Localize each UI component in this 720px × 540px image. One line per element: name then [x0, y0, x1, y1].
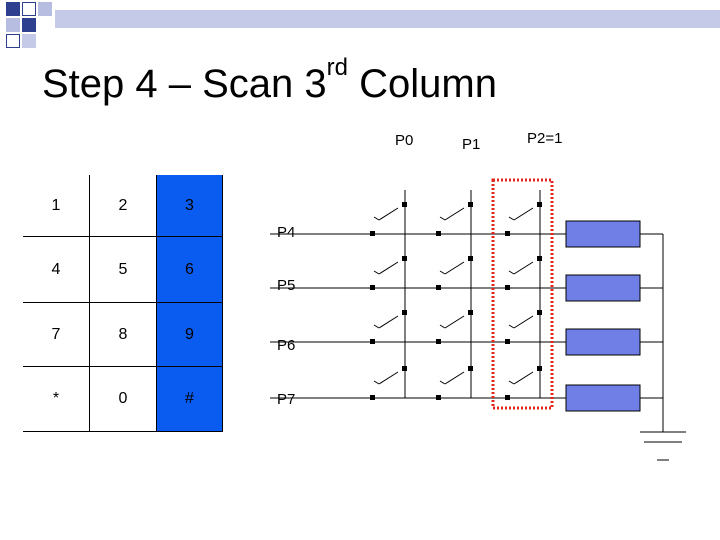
key-switch	[370, 366, 407, 400]
key-9: 9	[157, 303, 223, 367]
decor-square-dark	[22, 18, 36, 32]
switch-terminal	[505, 231, 510, 236]
switch-terminal	[402, 310, 407, 315]
key-3: 3	[157, 175, 223, 237]
title-end: Column	[348, 62, 497, 106]
switch-terminal	[402, 202, 407, 207]
switch-terminal	[468, 366, 473, 371]
key-4: 4	[23, 237, 90, 303]
key-switch	[370, 256, 407, 290]
title-superscript: rd	[326, 54, 348, 81]
port-label-p2: P2=1	[527, 130, 563, 147]
key-1: 1	[23, 175, 90, 237]
switch-terminal	[505, 285, 510, 290]
key-switch	[505, 366, 542, 400]
row-resistor	[565, 274, 641, 302]
key-7: 7	[23, 303, 90, 367]
key-switch	[436, 256, 473, 290]
key-switch	[505, 256, 542, 290]
key-2: 2	[90, 175, 157, 237]
slide-title: Step 4 – Scan 3rd Column	[42, 56, 497, 107]
switch-terminal	[468, 310, 473, 315]
switch-terminal	[537, 256, 542, 261]
switch-terminal	[505, 395, 510, 400]
key-5: 5	[90, 237, 157, 303]
key-switch	[370, 202, 407, 236]
switch-terminal	[436, 285, 441, 290]
port-label-p1: P1	[462, 136, 481, 153]
row-resistor	[565, 220, 641, 248]
port-label-p0: P0	[395, 132, 414, 149]
key-switch	[505, 202, 542, 236]
decor-square-light	[38, 2, 52, 16]
key-8: 8	[90, 303, 157, 367]
switch-terminal	[537, 366, 542, 371]
decor-square-light	[6, 18, 20, 32]
key-6: 6	[157, 237, 223, 303]
switch-terminal	[537, 202, 542, 207]
ground-symbol	[640, 431, 686, 461]
port-label-p5: P5	[277, 277, 296, 294]
decor-square-outline	[6, 34, 20, 48]
row-resistor	[565, 328, 641, 356]
switch-terminal	[436, 339, 441, 344]
switch-terminal	[402, 366, 407, 371]
key-star: *	[23, 367, 90, 432]
switch-terminal	[370, 339, 375, 344]
key-switch	[370, 310, 407, 344]
port-label-p7: P7	[277, 391, 296, 408]
row-resistor	[565, 384, 641, 412]
switch-terminal	[370, 395, 375, 400]
key-switch	[505, 310, 542, 344]
key-hash: #	[157, 367, 223, 432]
switch-terminal	[505, 339, 510, 344]
title-main: Step 4 – Scan 3	[42, 62, 327, 106]
switch-terminal	[402, 256, 407, 261]
decor-square-dark	[6, 2, 20, 16]
key-0: 0	[90, 367, 157, 432]
switch-terminal	[468, 202, 473, 207]
switch-terminal	[370, 231, 375, 236]
scan-column-highlight	[491, 178, 554, 410]
key-switch	[436, 202, 473, 236]
switch-terminal	[436, 395, 441, 400]
decor-header-bar	[55, 10, 720, 28]
switch-terminal	[436, 231, 441, 236]
switch-terminal	[468, 256, 473, 261]
key-switch	[436, 310, 473, 344]
switch-terminal	[370, 285, 375, 290]
port-label-p6: P6	[277, 337, 296, 354]
key-switch	[436, 366, 473, 400]
port-label-p4: P4	[277, 224, 296, 241]
switch-terminal	[537, 310, 542, 315]
decor-square-light	[22, 34, 36, 48]
decor-square-outline	[22, 2, 36, 16]
